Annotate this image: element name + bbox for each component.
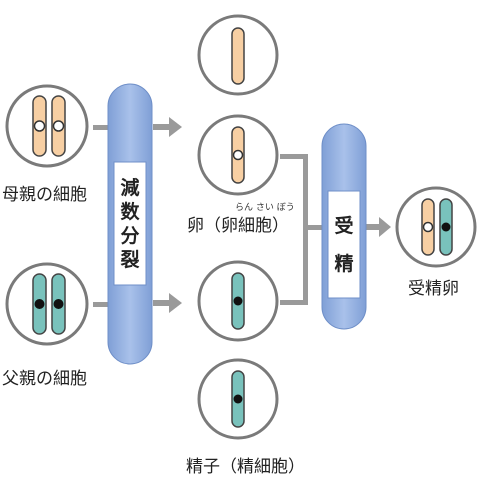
mother-to-meiosis-line <box>93 125 111 130</box>
egg-to-merge-line <box>280 154 308 159</box>
merge-to-fertilization-line <box>303 225 322 230</box>
egg-label: 卵（卵細胞） <box>187 216 289 236</box>
sperm-label: 精子（精細胞） <box>186 457 305 477</box>
egg-ruby-label: らん さい ぼう <box>235 203 295 213</box>
father-cell <box>5 262 89 346</box>
meiosis-label-box <box>113 161 147 286</box>
fertilization-char: 受 <box>334 214 354 237</box>
meiosis-char: 裂 <box>120 248 140 271</box>
sperm-to-merge-line <box>280 300 308 305</box>
zygote-cell <box>395 186 477 268</box>
fertilization-char: 精 <box>334 252 354 275</box>
father-cell-label: 父親の細胞 <box>2 369 87 389</box>
centromere-open <box>422 221 434 233</box>
mother-cell-label: 母親の細胞 <box>2 185 87 205</box>
egg-cell <box>197 114 279 196</box>
meiosis-label: 減 数 分 裂 <box>114 162 146 285</box>
meiosis-to-egg-arrow <box>153 117 182 137</box>
meiosis-char: 分 <box>120 224 140 247</box>
fertilization-to-zygote-arrow <box>366 217 391 237</box>
meiosis-to-sperm-arrow <box>153 293 182 313</box>
sperm-cell <box>197 260 279 342</box>
meiosis-char: 減 <box>120 176 140 199</box>
maternal-chromosome <box>231 27 245 85</box>
centromere-open <box>52 120 65 132</box>
egg-cell-top <box>197 14 279 96</box>
meiosis-char: 数 <box>120 200 140 223</box>
centromere-open <box>232 149 244 161</box>
sperm-cell-bottom <box>197 358 279 440</box>
zygote-label: 受精卵 <box>408 279 459 299</box>
centromere-open <box>33 120 46 132</box>
arrows <box>153 117 391 313</box>
centromere-filled <box>34 299 45 309</box>
mother-cell <box>5 84 89 168</box>
fertilization-label: 受 精 <box>328 191 360 298</box>
centromere-filled <box>441 222 451 232</box>
connector-lines <box>93 125 322 307</box>
centromere-filled <box>233 394 243 404</box>
father-to-meiosis-line <box>93 302 111 307</box>
fertilization-label-box <box>327 190 361 299</box>
centromere-filled <box>53 299 64 309</box>
centromere-filled <box>233 296 243 306</box>
